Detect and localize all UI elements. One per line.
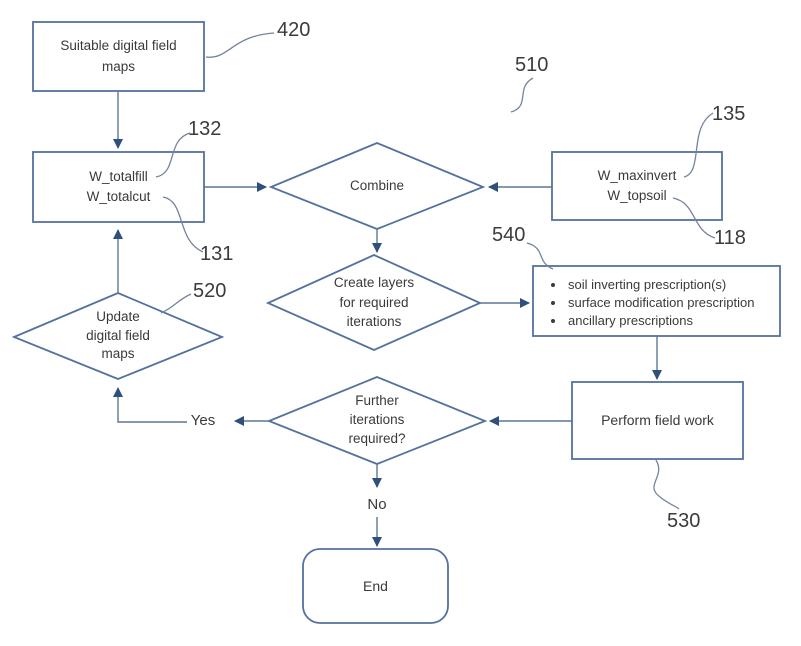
update-maps-label: Update digital field maps	[86, 308, 150, 362]
leader-530	[653, 459, 680, 510]
weights-box	[32, 151, 205, 223]
leader-131	[162, 196, 204, 253]
no-edge-label: No	[367, 496, 387, 513]
yes-edge-label: Yes	[190, 412, 216, 429]
ref-530: 530	[667, 510, 701, 532]
connector-arrows	[113, 91, 662, 547]
create-layers-label: Create layers for required iterations	[333, 275, 415, 330]
suitable-maps-label: Suitable digital field maps	[60, 38, 177, 74]
arrow-yes-to-update	[113, 387, 187, 423]
leader-132	[155, 132, 191, 178]
suitable-maps-box	[32, 21, 205, 92]
leader-520	[160, 293, 192, 314]
update-maps-diamond	[11, 292, 225, 380]
leader-118	[672, 197, 716, 239]
leader-135	[683, 112, 714, 178]
prescription-item: soil inverting prescription(s)	[566, 277, 780, 292]
weights-label: W_totalfill W_totalcut	[86, 168, 151, 204]
ref-420: 420	[277, 19, 311, 41]
further-iterations-label: Further iterations required?	[348, 393, 406, 446]
end-label: End	[363, 577, 388, 594]
prescriptions-box	[532, 265, 781, 337]
perform-field-work-label: Perform field work	[601, 412, 714, 428]
inputs-box	[551, 151, 723, 221]
end-box	[302, 548, 449, 624]
inputs-label: W_maxinvert W_topsoil	[597, 167, 677, 203]
leader-420	[205, 32, 275, 58]
reference-leader-lines	[155, 32, 716, 510]
combine-label: Combine	[349, 177, 405, 193]
ref-135: 135	[712, 103, 746, 125]
ref-132: 132	[188, 118, 222, 140]
ref-520: 520	[193, 280, 227, 302]
ref-118: 118	[714, 227, 746, 249]
leader-510	[510, 77, 534, 113]
perform-field-work-box	[571, 381, 744, 460]
prescription-item: ancillary prescriptions	[566, 313, 780, 328]
ref-131: 131	[200, 243, 234, 265]
ref-540: 540	[492, 224, 526, 246]
leader-540	[526, 242, 554, 270]
create-layers-diamond	[265, 254, 483, 351]
prescriptions-list: soil inverting prescription(s) surface m…	[533, 266, 780, 336]
ref-510: 510	[515, 54, 549, 76]
prescription-item: surface modification prescription	[566, 295, 780, 310]
